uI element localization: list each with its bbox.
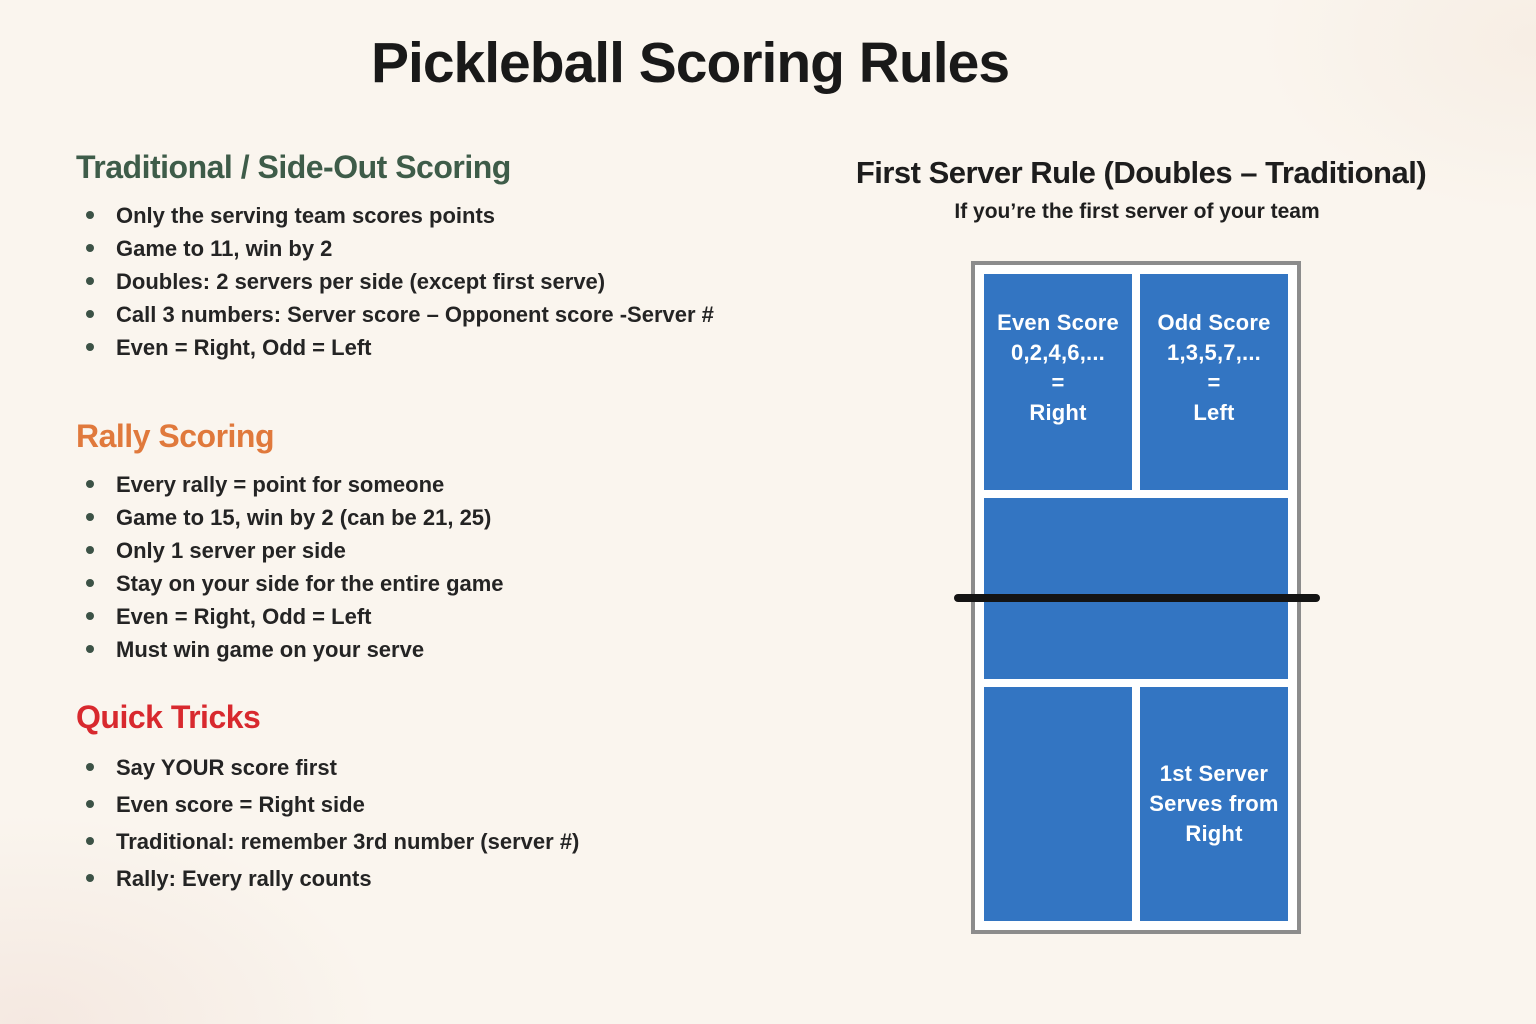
- cell-text-line: Left: [1193, 400, 1235, 425]
- net-line: [954, 594, 1320, 602]
- bullet-item: Stay on your side for the entire game: [76, 571, 816, 596]
- bullet-item: Say YOUR score first: [76, 755, 816, 780]
- bullet-list-quick-tricks: Say YOUR score first Even score = Right …: [76, 755, 816, 891]
- bullet-text: Even = Right, Odd = Left: [116, 604, 372, 629]
- bullet-dot: [86, 277, 94, 285]
- bullet-text: Game to 11, win by 2: [116, 236, 333, 261]
- bullet-dot: [86, 513, 94, 521]
- section-traditional: Traditional / Side-Out Scoring Only the …: [76, 149, 816, 361]
- bullet-text: Only the serving team scores points: [116, 203, 496, 228]
- bullet-text: Say YOUR score first: [116, 755, 337, 780]
- section-heading-rally: Rally Scoring: [76, 418, 275, 454]
- bullet-dot: [86, 763, 94, 771]
- court-cell-odd-score: Odd Score 1,3,5,7,... = Left: [1140, 274, 1288, 490]
- cell-text-line: Serves from: [1149, 791, 1279, 816]
- diagram-subheading: If you’re the first server of your team: [954, 200, 1320, 223]
- bullet-text: Doubles: 2 servers per side (except firs…: [116, 269, 606, 294]
- bullet-dot: [86, 343, 94, 351]
- bullet-text: Even score = Right side: [116, 792, 365, 817]
- court-cell-first-server: 1st Server Serves from Right: [1140, 687, 1288, 921]
- cell-text-line: 1st Server: [1159, 761, 1269, 786]
- page-title: Pickleball Scoring Rules: [370, 31, 1010, 95]
- bullet-text: Must win game on your serve: [116, 637, 425, 662]
- bullet-item: Even = Right, Odd = Left: [76, 335, 816, 360]
- bullet-item: Must win game on your serve: [76, 637, 816, 662]
- bullet-dot: [86, 837, 94, 845]
- bullet-text: Traditional: remember 3rd number (server…: [116, 829, 580, 854]
- court-cell-even-score: Even Score 0,2,4,6,... = Right: [984, 274, 1132, 490]
- bullet-text: Every rally = point for someone: [116, 472, 445, 497]
- bullet-text: Rally: Every rally counts: [116, 866, 372, 891]
- bullet-item: Call 3 numbers: Server score – Opponent …: [76, 302, 816, 327]
- bullet-item: Doubles: 2 servers per side (except firs…: [76, 269, 816, 294]
- bullet-text: Even = Right, Odd = Left: [116, 335, 372, 360]
- bullet-list-traditional: Only the serving team scores points Game…: [76, 203, 816, 360]
- bullet-text: Stay on your side for the entire game: [116, 571, 504, 596]
- bullet-item: Only 1 server per side: [76, 538, 816, 563]
- cell-text-line: Right: [1185, 821, 1243, 846]
- bullet-text: Call 3 numbers: Server score – Opponent …: [116, 302, 714, 327]
- court-middle-row: [984, 498, 1288, 679]
- rules-column: Traditional / Side-Out Scoring Only the …: [76, 150, 816, 903]
- court-top-row: Even Score 0,2,4,6,... = Right Odd Score…: [984, 274, 1288, 490]
- bullet-item: Traditional: remember 3rd number (server…: [76, 829, 816, 854]
- bullet-dot: [86, 612, 94, 620]
- section-quick-tricks: Quick Tricks Say YOUR score first Even s…: [76, 699, 816, 892]
- court-cell-bottom-left: [984, 687, 1132, 921]
- bullet-dot: [86, 874, 94, 882]
- section-heading-traditional: Traditional / Side-Out Scoring: [76, 149, 511, 185]
- bullet-dot: [86, 645, 94, 653]
- cell-text-line: =: [1051, 370, 1065, 395]
- bullet-text: Only 1 server per side: [116, 538, 346, 563]
- bullet-dot: [86, 800, 94, 808]
- bullet-text: Game to 15, win by 2 (can be 21, 25): [116, 505, 492, 530]
- bullet-item: Rally: Every rally counts: [76, 866, 816, 891]
- bullet-item: Even = Right, Odd = Left: [76, 604, 816, 629]
- cell-text-line: Even Score: [997, 310, 1119, 335]
- bullet-dot: [86, 480, 94, 488]
- bullet-dot: [86, 211, 94, 219]
- bullet-item: Every rally = point for someone: [76, 472, 816, 497]
- bullet-dot: [86, 579, 94, 587]
- bullet-dot: [86, 310, 94, 318]
- court-bottom-row: 1st Server Serves from Right: [984, 687, 1288, 921]
- cell-text-line: =: [1207, 370, 1221, 395]
- section-rally: Rally Scoring Every rally = point for so…: [76, 418, 816, 663]
- bullet-item: Game to 15, win by 2 (can be 21, 25): [76, 505, 816, 530]
- bullet-dot: [86, 546, 94, 554]
- bullet-item: Even score = Right side: [76, 792, 816, 817]
- cell-text-line: 0,2,4,6,...: [1011, 340, 1105, 365]
- bullet-item: Only the serving team scores points: [76, 203, 816, 228]
- cell-text-line: 1,3,5,7,...: [1167, 340, 1261, 365]
- diagram-heading: First Server Rule (Doubles – Traditional…: [855, 155, 1427, 190]
- bullet-item: Game to 11, win by 2: [76, 236, 816, 261]
- court-cell-kitchen: [984, 498, 1288, 679]
- cell-text-line: Right: [1029, 400, 1087, 425]
- bullet-list-rally: Every rally = point for someone Game to …: [76, 472, 816, 662]
- bullet-dot: [86, 244, 94, 252]
- cell-text-line: Odd Score: [1157, 310, 1271, 335]
- section-heading-quick-tricks: Quick Tricks: [76, 699, 261, 735]
